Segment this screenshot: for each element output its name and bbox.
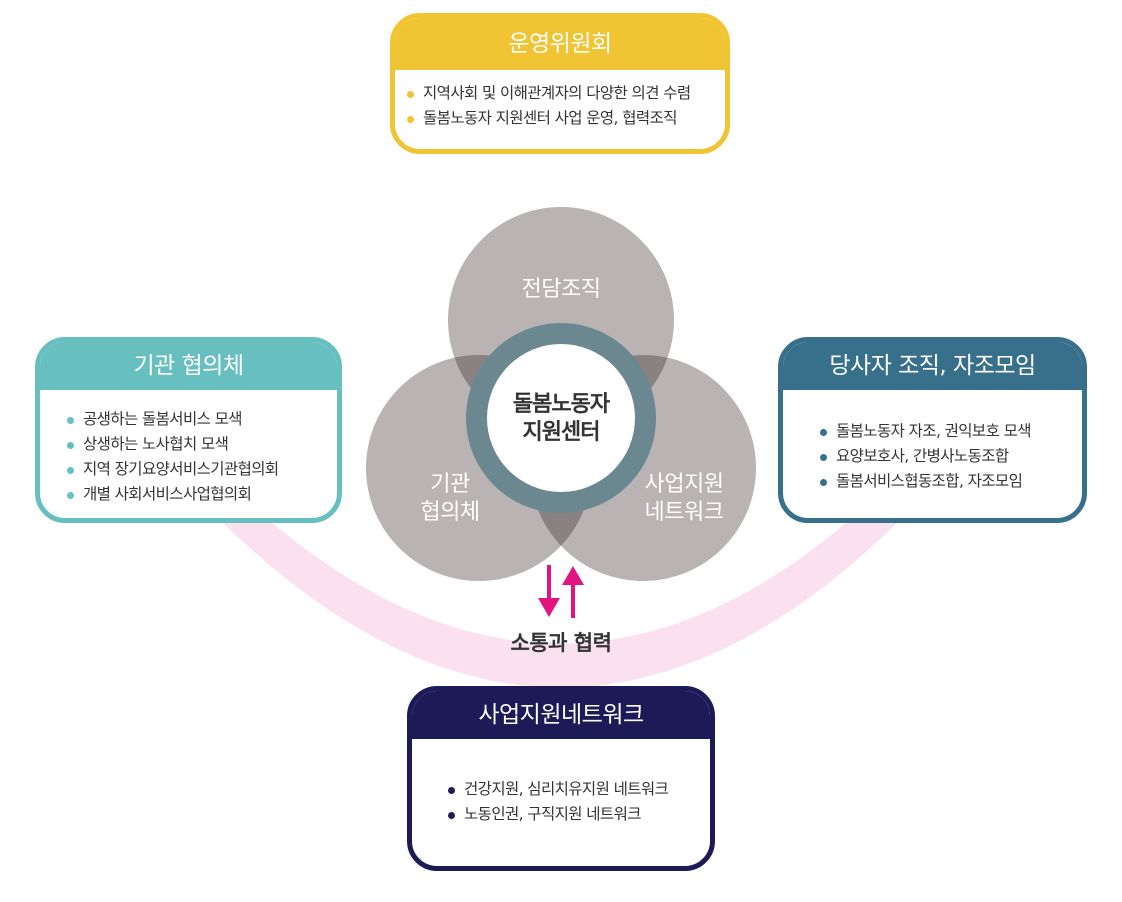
venn-left-line1: 기관 xyxy=(430,472,470,497)
bullet-dot-icon xyxy=(448,812,455,819)
bullet-dot-icon xyxy=(820,479,827,486)
venn-left-line2: 협의체 xyxy=(420,500,480,525)
bullet-dot-icon xyxy=(67,417,74,424)
committee-list: 지역사회 및 이해관계자의 다양한 의견 수렴 돌봄노동자 지원센터 사업 운영… xyxy=(395,70,725,131)
venn-right-line2: 네트워크 xyxy=(644,500,724,525)
up-arrow-icon xyxy=(562,566,584,618)
bullet-dot-icon xyxy=(820,429,827,436)
list-item: 상생하는 노사협치 모색 xyxy=(67,432,337,457)
bullet-dot-icon xyxy=(820,454,827,461)
party-list: 돌봄노동자 자조, 권익보호 모색 요양보호사, 간병사노동조합 돌봄서비스협동… xyxy=(783,390,1082,494)
center-line1: 돌봄노동자 xyxy=(512,392,610,417)
network-title: 사업지원네트워크 xyxy=(412,691,710,739)
list-item: 건강지원, 심리치유지원 네트워크 xyxy=(448,777,710,802)
list-item: 지역 장기요양서비스기관협의회 xyxy=(67,457,337,482)
list-item: 돌봄노동자 자조, 권익보호 모색 xyxy=(820,419,1082,444)
venn-right-line1: 사업지원 xyxy=(644,472,724,497)
bullet-dot-icon xyxy=(448,787,455,794)
venn-right-label: 사업지원 네트워크 xyxy=(624,471,744,527)
bullet-dot-icon xyxy=(67,492,74,499)
council-list: 공생하는 돌봄서비스 모색 상생하는 노사협치 모색 지역 장기요양서비스기관협… xyxy=(40,390,337,507)
party-title: 당사자 조직, 자조모임 xyxy=(783,342,1082,390)
communication-label: 소통과 협력 xyxy=(510,631,612,655)
council-box: 기관 협의체 공생하는 돌봄서비스 모색 상생하는 노사협치 모색 지역 장기요… xyxy=(35,337,342,523)
council-title: 기관 협의체 xyxy=(40,342,337,390)
party-box: 당사자 조직, 자조모임 돌봄노동자 자조, 권익보호 모색 요양보호사, 간병… xyxy=(778,337,1087,523)
cooperation-arc xyxy=(215,515,905,688)
list-item: 공생하는 돌봄서비스 모색 xyxy=(67,407,337,432)
venn-top-text: 전담조직 xyxy=(521,277,601,302)
list-item: 요양보호사, 간병사노동조합 xyxy=(820,444,1082,469)
committee-title: 운영위원회 xyxy=(395,18,725,70)
network-box: 사업지원네트워크 건강지원, 심리치유지원 네트워크 노동인권, 구직지원 네트… xyxy=(407,686,715,871)
bullet-dot-icon xyxy=(67,442,74,449)
bullet-dot-icon xyxy=(407,116,414,123)
center-label: 돌봄노동자 지원센터 xyxy=(488,391,634,447)
committee-box: 운영위원회 지역사회 및 이해관계자의 다양한 의견 수렴 돌봄노동자 지원센터… xyxy=(390,13,730,154)
bullet-dot-icon xyxy=(407,91,414,98)
center-line2: 지원센터 xyxy=(522,420,601,445)
down-arrow-icon xyxy=(538,565,560,617)
venn-left-label: 기관 협의체 xyxy=(395,471,505,527)
center-core xyxy=(487,344,635,492)
list-item: 돌봄노동자 지원센터 사업 운영, 협력조직 xyxy=(407,106,725,131)
list-item: 지역사회 및 이해관계자의 다양한 의견 수렴 xyxy=(407,81,725,106)
list-item: 노동인권, 구직지원 네트워크 xyxy=(448,802,710,827)
list-item: 돌봄서비스협동조합, 자조모임 xyxy=(820,469,1082,494)
network-list: 건강지원, 심리치유지원 네트워크 노동인권, 구직지원 네트워크 xyxy=(412,739,710,827)
list-item: 개별 사회서비스사업협의회 xyxy=(67,482,337,507)
venn-top-label: 전담조직 xyxy=(491,276,631,304)
bullet-dot-icon xyxy=(67,467,74,474)
